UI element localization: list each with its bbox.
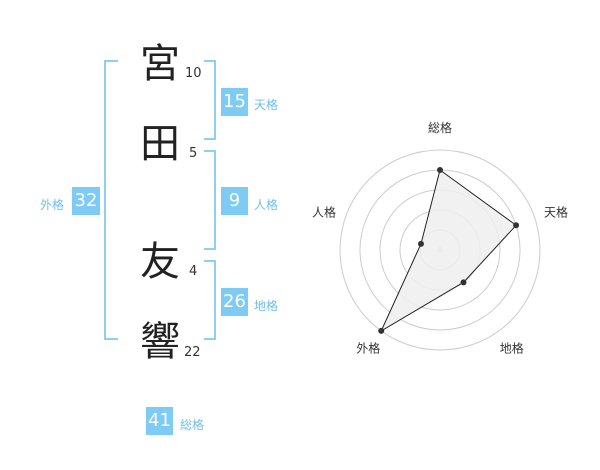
- chikaku-label: 地格: [254, 299, 279, 313]
- name-char-4: 響: [140, 319, 180, 365]
- gaikaku-value: 32: [72, 187, 100, 215]
- radar-axis-label-5: 人格: [312, 204, 336, 219]
- stroke-count-4: 22: [184, 345, 201, 360]
- soukaku-label: 総格: [180, 418, 205, 432]
- radar-ring-5: [339, 149, 541, 351]
- gaikaku-label: 外格: [40, 198, 65, 212]
- stroke-count-1: 10: [185, 66, 202, 81]
- radar-point-4: [378, 327, 385, 334]
- radar-points: [378, 167, 520, 334]
- name-char-3: 友: [140, 239, 180, 285]
- jinkaku-label: 人格: [254, 198, 279, 212]
- jinkaku-bracket: [204, 150, 216, 250]
- gaikaku-bracket: [104, 60, 118, 340]
- radar-point-1: [437, 167, 443, 173]
- radar-axis-label-2: 天格: [544, 204, 568, 219]
- radar-axis-label-3: 地格: [500, 341, 524, 356]
- radar-point-5: [417, 240, 424, 247]
- radar-point-2: [513, 222, 520, 229]
- chikaku-bracket: [204, 260, 216, 340]
- radar-axis-label-1: 総格: [428, 120, 452, 135]
- tenkaku-label: 天格: [254, 98, 279, 112]
- chikaku-value: 26: [221, 288, 248, 316]
- tenkaku-value: 15: [221, 88, 248, 116]
- radar-point-3: [460, 279, 467, 286]
- radar-area: [380, 169, 517, 333]
- name-char-1: 宮: [140, 41, 180, 87]
- name-char-2: 田: [140, 121, 180, 167]
- radar-axis-label-4: 外格: [356, 341, 380, 356]
- soukaku-value: 41: [146, 407, 173, 435]
- stroke-count-3: 4: [189, 264, 198, 279]
- tenkaku-bracket: [204, 60, 216, 140]
- jinkaku-value: 9: [221, 187, 248, 215]
- stroke-count-2: 5: [189, 146, 198, 161]
